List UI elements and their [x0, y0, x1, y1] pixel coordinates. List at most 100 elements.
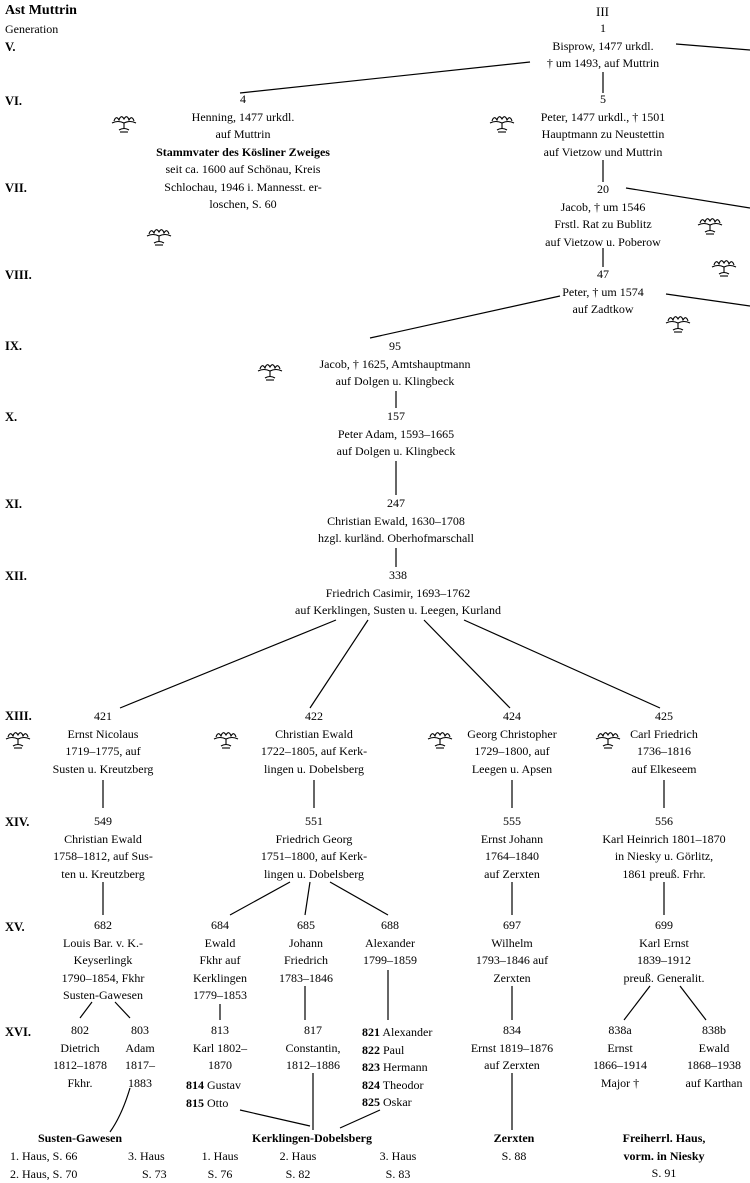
- link-338-424: [423, 619, 511, 709]
- person-number: 802: [71, 1023, 89, 1037]
- person-detail: Keyserlingk: [73, 953, 133, 967]
- list-item: 824 Theodor: [362, 1077, 424, 1092]
- person-detail: Schlochau, 1946 i. Mannesst. er-: [164, 179, 322, 194]
- person-detail: Ewald: [698, 1040, 730, 1055]
- person-number: 247: [386, 496, 405, 510]
- person-detail: Dietrich: [60, 1040, 100, 1055]
- footer-kerk-title: Kerklingen-Dobelsberg: [252, 1131, 372, 1145]
- person-detail: 1764–1840: [484, 849, 539, 863]
- person-detail: ten u. Kreutzberg: [61, 866, 145, 881]
- coat-of-arms-icon: [595, 732, 621, 749]
- link-699-838a: [623, 985, 651, 1021]
- person-detail: auf Zadtkow: [572, 302, 634, 316]
- person-number: 803: [131, 1023, 149, 1037]
- person-number: 1: [599, 21, 606, 35]
- person-number: 838a: [608, 1023, 632, 1037]
- link-338-421: [119, 619, 337, 709]
- person-number: 47: [596, 267, 609, 281]
- person-number: 556: [655, 814, 673, 828]
- person-detail: 1790–1854, Fkhr: [61, 970, 145, 985]
- person-detail: auf Vietzow u. Poberow: [545, 234, 661, 249]
- person-detail: 1722–1805, auf Kerk-: [260, 744, 368, 758]
- footer-line: S. 83: [385, 1166, 411, 1181]
- link-682-802: [79, 1001, 93, 1019]
- generation-14: XIV.: [5, 815, 30, 829]
- link-338-425: [463, 619, 661, 709]
- person-number: 549: [93, 814, 112, 828]
- person-detail: Wilhelm: [491, 935, 533, 950]
- person-detail: 1719–1775, auf: [65, 744, 141, 758]
- person-number: 685: [297, 918, 315, 932]
- coat-of-arms-icon: [111, 116, 137, 133]
- generation-11: XI.: [5, 497, 23, 511]
- person-detail: Alexander: [365, 935, 415, 950]
- person-number: 699: [655, 918, 673, 932]
- generation-7: VII.: [5, 181, 27, 195]
- link-551-688: [329, 881, 389, 916]
- person-detail: Kerklingen: [193, 970, 247, 985]
- person-detail: Karl Heinrich 1801–1870: [602, 831, 726, 846]
- person-detail: auf Dolgen u. Klingbeck: [335, 374, 455, 388]
- footer-susten-col2: 3. Haus S. 73: [126, 1148, 167, 1183]
- link-682-803: [114, 1001, 131, 1019]
- person-detail: Peter, 1477 urkdl., † 1501: [540, 109, 666, 124]
- person-detail: Jacob, † um 1546: [560, 199, 646, 214]
- chart-title: Ast Muttrin: [5, 3, 77, 18]
- person-detail: Peter Adam, 1593–1665: [337, 426, 455, 441]
- person-detail: lingen u. Dobelsberg: [263, 866, 365, 881]
- person-detail: auf Zerxten: [484, 866, 540, 881]
- coat-of-arms-icon: [697, 218, 723, 235]
- link-47-offpage: [665, 293, 750, 307]
- coat-of-arms-icon: [489, 116, 515, 133]
- person-number: 157: [386, 409, 405, 423]
- person-number: 421: [93, 709, 112, 723]
- person-detail: Ernst 1819–1876: [470, 1040, 554, 1055]
- footer-susten-title: Susten-Gawesen: [37, 1131, 123, 1145]
- link-551-685: [304, 881, 311, 916]
- generation-12: XII.: [5, 569, 27, 583]
- footer-freiherrl: Freiherrl. Haus, vorm. in Niesky S. 91: [623, 1130, 706, 1183]
- link-815-kerk: [239, 1109, 311, 1127]
- footer-line: 1. Haus, S. 66: [10, 1149, 78, 1163]
- person-detail: Friedrich Casimir, 1693–1762: [325, 585, 471, 600]
- person-detail: Ernst Nicolaus: [67, 726, 139, 741]
- person-detail: Friedrich: [284, 953, 328, 967]
- generation-8: VIII.: [5, 268, 32, 282]
- list-item: 822 Paul: [362, 1042, 405, 1057]
- footer-kerk-col1: 1. Haus S. 76: [202, 1148, 239, 1183]
- footer-line: 1. Haus: [201, 1149, 239, 1163]
- person-detail: Susten u. Kreutzberg: [52, 761, 154, 776]
- person-detail: Stammvater des Kösliner Zweiges: [156, 144, 330, 159]
- coat-of-arms-icon: [146, 229, 172, 246]
- person-detail: hzgl. kurländ. Oberhofmarschall: [318, 531, 474, 545]
- person-number: 422: [305, 709, 323, 723]
- person-number: 555: [502, 814, 521, 828]
- footer-line: S. 91: [651, 1166, 677, 1180]
- generation-10: X.: [5, 410, 18, 424]
- person-number: 95: [388, 339, 401, 353]
- generation-6: VI.: [5, 94, 23, 108]
- person-number: 4: [240, 92, 246, 106]
- footer-line: Freiherrl. Haus,: [622, 1131, 706, 1145]
- person-number: 5: [599, 92, 606, 106]
- coat-of-arms-icon: [711, 260, 737, 277]
- link-1-offpage: [675, 43, 750, 51]
- person-detail: auf Muttrin: [215, 127, 271, 141]
- person-detail: Peter, † um 1574: [562, 284, 644, 299]
- person-detail: 1799–1859: [363, 953, 417, 967]
- person-detail: Hauptmann zu Neustettin: [541, 127, 665, 141]
- person-detail: 1866–1914: [593, 1058, 647, 1072]
